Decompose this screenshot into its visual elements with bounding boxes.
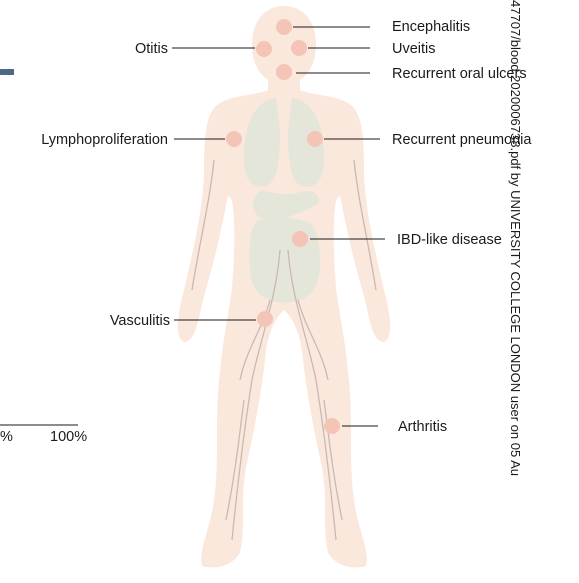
- download-watermark: 47707/blood.2020006738.pdf by UNIVERSITY…: [508, 0, 523, 476]
- marker-oral-ulcers: [276, 64, 292, 80]
- label-oral-ulcers: Recurrent oral ulcers: [392, 66, 527, 82]
- marker-uveitis: [291, 40, 307, 56]
- marker-encephalitis: [276, 19, 292, 35]
- left-axis-tick-partial: %: [0, 429, 13, 445]
- label-otitis: Otitis: [135, 41, 168, 57]
- left-panel-fragment: % 100%: [0, 69, 87, 445]
- marker-vasculitis: [257, 311, 273, 327]
- label-lymphoproliferation: Lymphoproliferation: [41, 132, 168, 148]
- label-encephalitis: Encephalitis: [392, 19, 470, 35]
- marker-ibd: [292, 231, 308, 247]
- marker-lymphoproliferation: [226, 131, 242, 147]
- label-uveitis: Uveitis: [392, 41, 436, 57]
- human-body-illustration: [178, 6, 390, 567]
- left-axis-tick-100: 100%: [50, 429, 87, 445]
- label-ibd: IBD-like disease: [397, 232, 502, 248]
- left-panel-bar: [0, 69, 14, 75]
- marker-otitis: [256, 41, 272, 57]
- marker-arthritis: [324, 418, 340, 434]
- label-vasculitis: Vasculitis: [110, 313, 170, 329]
- intestines: [250, 217, 320, 302]
- label-arthritis: Arthritis: [398, 419, 447, 435]
- marker-pneumonia: [307, 131, 323, 147]
